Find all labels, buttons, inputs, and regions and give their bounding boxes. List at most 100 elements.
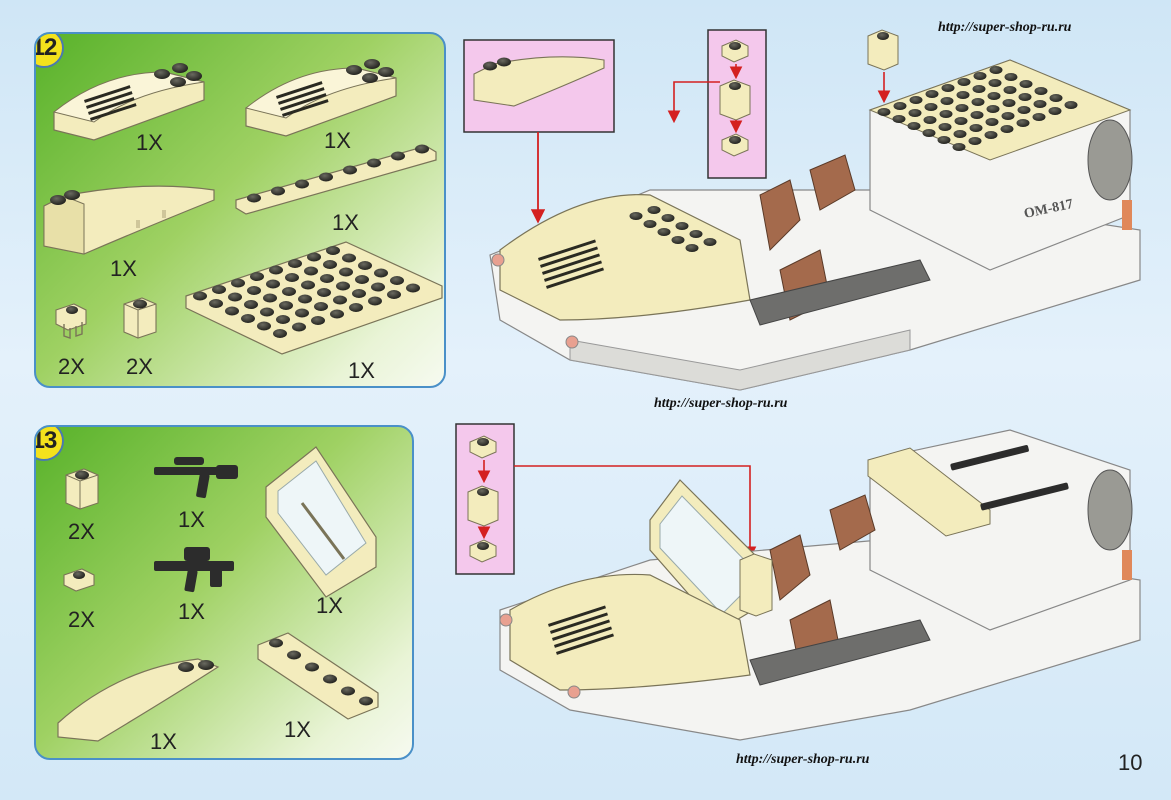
part-curved-wedge (43, 185, 215, 255)
step-13-parts-art (57, 446, 379, 742)
stud (1017, 106, 1031, 114)
part-curved-wedge (57, 658, 220, 742)
stud (298, 294, 312, 304)
stud (282, 287, 296, 296)
stud (352, 289, 366, 298)
stud (877, 108, 891, 116)
step-13-mounted-rifles (950, 445, 1069, 511)
stud (387, 290, 401, 299)
stud (1033, 100, 1047, 108)
stud (307, 252, 321, 262)
step-12-assembly: OM-817 (463, 29, 1141, 391)
stud (342, 253, 356, 263)
stud (937, 136, 951, 144)
step-13-assembly (455, 423, 1141, 741)
stud (390, 276, 404, 285)
step-12-qty-4: 1X (332, 210, 359, 235)
stud (629, 212, 643, 220)
stud (193, 291, 207, 301)
stud (1048, 107, 1062, 115)
stud (250, 272, 264, 281)
stud (228, 292, 242, 302)
stud (336, 281, 350, 291)
stud (1000, 125, 1014, 133)
stud (231, 278, 245, 288)
stud (970, 111, 984, 119)
step-13-qty-5: 2X (68, 607, 95, 632)
stud (368, 296, 382, 306)
page-number: 10 (1118, 750, 1143, 775)
stud (987, 92, 1001, 100)
stud (225, 306, 239, 316)
stud (924, 103, 938, 111)
stud (685, 244, 699, 252)
stud (893, 102, 907, 110)
step-12-loose-brick (867, 29, 899, 71)
stud (260, 307, 274, 317)
stud (985, 118, 999, 126)
stud (247, 286, 261, 295)
step-13-parts-panel: 13 2X 1X 1X 1X 2X 1X 1X (34, 425, 414, 760)
stud (969, 124, 983, 132)
stud (326, 246, 340, 255)
step-12-qty-6: 2X (126, 354, 153, 379)
step-12-qty-1: 1X (136, 130, 163, 155)
stud (406, 283, 420, 293)
stud (671, 236, 685, 244)
stud (358, 261, 372, 270)
stud (922, 129, 936, 137)
part-plate-6x8 (185, 241, 443, 355)
step-13-qty-7: 1X (284, 717, 311, 742)
stud (339, 267, 353, 277)
stud (1003, 86, 1017, 94)
stud (273, 329, 287, 338)
stud (317, 288, 331, 297)
watermark-url-top: http://super-shop-ru.ru (938, 20, 1072, 35)
stud (956, 91, 970, 99)
stud (257, 321, 271, 331)
stud (689, 230, 703, 238)
part-clip-brick (55, 303, 87, 339)
stud (320, 274, 334, 283)
stud (301, 280, 315, 290)
step-13-qty-6: 1X (150, 729, 177, 754)
step-12-parts-art (43, 59, 443, 355)
stud (371, 282, 385, 292)
stud (988, 79, 1002, 87)
stud (923, 116, 937, 124)
step-13-vehicle (499, 429, 1141, 741)
stud (1016, 119, 1030, 127)
stud (908, 109, 922, 117)
stud (954, 117, 968, 125)
stud (986, 105, 1000, 113)
stud (675, 222, 689, 230)
part-curved-slope-grille-1 (52, 63, 205, 141)
stud (938, 123, 952, 131)
stud (269, 265, 283, 275)
watermark-url-middle: http://super-shop-ru.ru (654, 396, 788, 411)
stud (940, 97, 954, 105)
stud (1001, 112, 1015, 120)
part-brick-1x1 (123, 297, 157, 339)
stud (957, 78, 971, 86)
stud (276, 315, 290, 324)
part-sniper-rifle (154, 457, 238, 499)
stud (989, 66, 1003, 74)
part-plate-1x8 (235, 144, 437, 215)
stud (941, 84, 955, 92)
step-12-qty-2: 1X (324, 128, 351, 153)
stud (209, 299, 223, 308)
stud (984, 131, 998, 139)
stud (1002, 99, 1016, 107)
stud (279, 301, 293, 310)
stud (266, 279, 280, 289)
part-curved-slope-grille-2 (244, 59, 397, 137)
stud (971, 98, 985, 106)
stud (292, 322, 306, 332)
stud (907, 122, 921, 130)
stud (263, 293, 277, 303)
stud (1032, 113, 1046, 121)
stud (703, 238, 717, 246)
stud (1064, 101, 1078, 109)
part-plate-2x6-holes (257, 632, 379, 720)
